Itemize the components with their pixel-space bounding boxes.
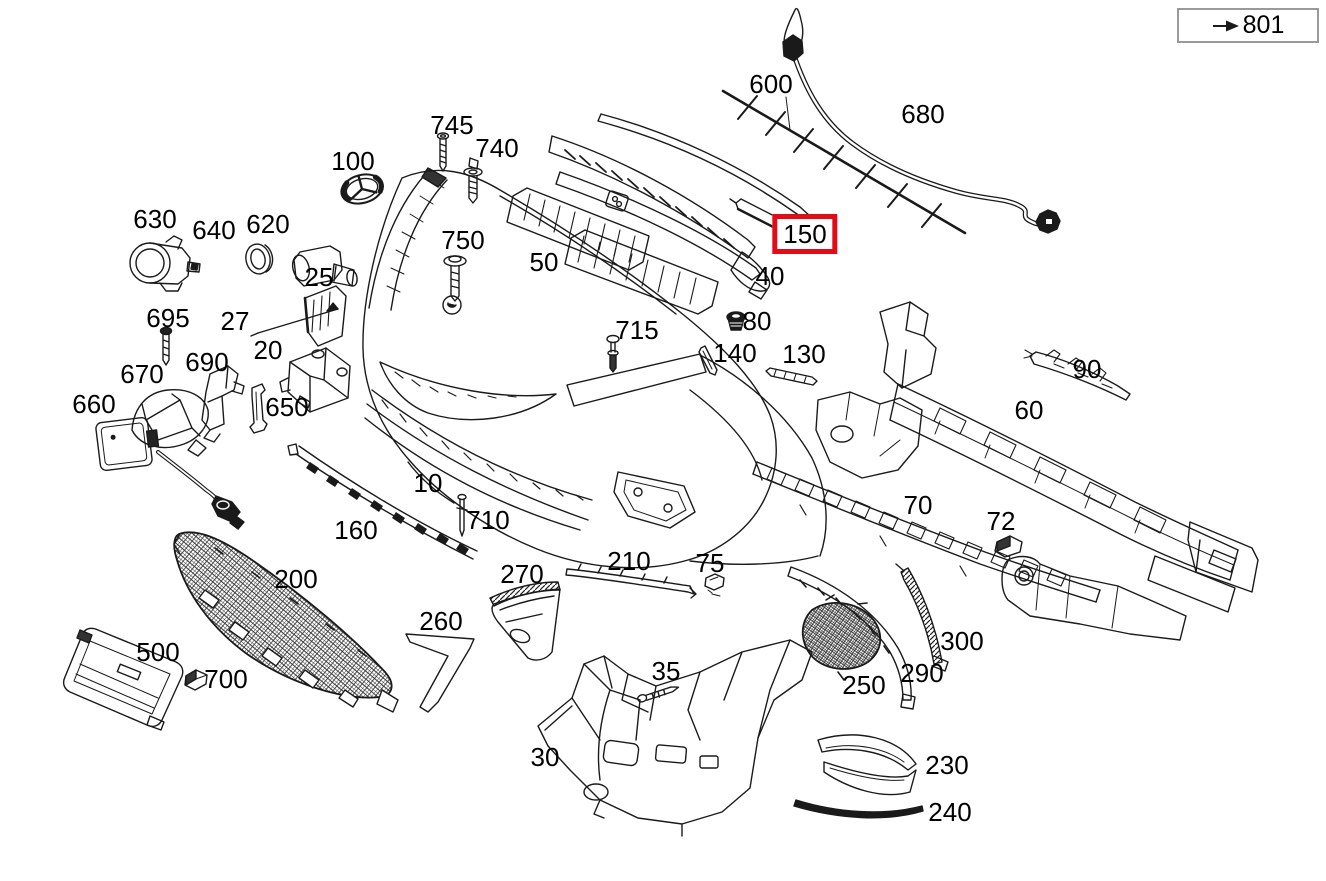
- part-callout-500[interactable]: 500: [136, 637, 180, 667]
- part-callout-100[interactable]: 100: [331, 146, 375, 176]
- pin-27-art: [250, 302, 339, 337]
- bracket-670-art: [131, 389, 209, 457]
- part-callout-750[interactable]: 750: [441, 225, 485, 255]
- part-callout-290[interactable]: 290: [900, 658, 944, 688]
- part-callout-210[interactable]: 210: [607, 546, 651, 576]
- clip-650-art: [249, 383, 268, 434]
- screw-740-art: [463, 157, 483, 204]
- part-callout-260[interactable]: 260: [419, 606, 463, 636]
- sensor-630-art: [129, 235, 201, 292]
- part-callout-40[interactable]: 40: [755, 261, 785, 291]
- grommet-640-art: [245, 243, 274, 275]
- canard-270-art: [489, 581, 561, 661]
- harness-600-art: [721, 89, 967, 235]
- part-callout-130[interactable]: 130: [782, 339, 826, 369]
- strip-240-art: [793, 799, 924, 819]
- part-callout-30[interactable]: 30: [530, 742, 560, 772]
- part-callout-670[interactable]: 670: [120, 359, 164, 389]
- star-emblem-100-art: [340, 173, 384, 205]
- part-callout-75[interactable]: 75: [695, 548, 725, 578]
- reference-number: 801: [1242, 11, 1285, 39]
- sliver-140-art: [698, 345, 718, 376]
- part-callout-50[interactable]: 50: [529, 247, 559, 277]
- bracket-upper-right-art: [815, 391, 923, 479]
- part-callout-300[interactable]: 300: [940, 626, 984, 656]
- rivet-35-art: [636, 686, 680, 703]
- part-callout-250[interactable]: 250: [842, 670, 886, 700]
- part-callout-270[interactable]: 270: [500, 559, 544, 589]
- bracket-30-art: [537, 639, 813, 837]
- arrow-right-icon: [1212, 20, 1240, 32]
- strip-300-art: [895, 563, 949, 672]
- part-callout-690[interactable]: 690: [185, 347, 229, 377]
- part-callout-695[interactable]: 695: [146, 303, 190, 333]
- bracket-20-art: [279, 347, 351, 413]
- part-callout-740[interactable]: 740: [475, 133, 519, 163]
- screw-745-art: [436, 132, 450, 172]
- clip-700-art: [184, 669, 208, 691]
- part-callout-640[interactable]: 640: [192, 215, 236, 245]
- diagram-reference-box[interactable]: 801: [1177, 8, 1319, 43]
- part-callout-240[interactable]: 240: [928, 797, 972, 827]
- part-callout-25[interactable]: 25: [304, 262, 334, 292]
- part-callout-680[interactable]: 680: [901, 99, 945, 129]
- part-callout-600[interactable]: 600: [749, 69, 793, 99]
- part-callout-660[interactable]: 660: [72, 389, 116, 419]
- screw-695-art: [159, 326, 173, 366]
- rail-90-art: [1023, 349, 1131, 401]
- part-callout-230[interactable]: 230: [925, 750, 969, 780]
- part-callout-70[interactable]: 70: [903, 490, 933, 520]
- bracket-25-art: [303, 285, 347, 347]
- part-callout-160[interactable]: 160: [334, 515, 378, 545]
- grommet-80-art: [726, 311, 746, 331]
- trim-strip-160-art: [287, 443, 478, 560]
- part-callout-72[interactable]: 72: [986, 506, 1016, 536]
- clip-72-art: [994, 535, 1023, 558]
- pin-710-art: [456, 493, 468, 537]
- rivet-715-art: [606, 334, 620, 373]
- sensor-620-art: [291, 245, 358, 287]
- part-callout-10[interactable]: 10: [413, 468, 443, 498]
- screw-750-art: [443, 255, 467, 302]
- bracket-690-art: [201, 365, 245, 443]
- part-callout-200[interactable]: 200: [274, 564, 318, 594]
- absorber-60-art: [879, 301, 1259, 613]
- hose-680-art: [782, 7, 1061, 234]
- clip-75-art: [704, 573, 725, 597]
- sliver-130-art: [765, 367, 818, 386]
- part-callout-745[interactable]: 745: [430, 110, 474, 140]
- part-callout-60[interactable]: 60: [1014, 395, 1044, 425]
- part-callout-650[interactable]: 650: [265, 392, 309, 422]
- part-callout-710[interactable]: 710: [466, 505, 510, 535]
- part-callout-90[interactable]: 90: [1072, 354, 1102, 384]
- bumper-cover-10-art: [362, 167, 827, 569]
- part-callout-715[interactable]: 715: [615, 315, 659, 345]
- mesh-insert-250-art: [801, 594, 882, 681]
- strip-210-art: [565, 563, 697, 599]
- part-callout-35[interactable]: 35: [651, 656, 681, 686]
- part-callout-630[interactable]: 630: [133, 204, 177, 234]
- part-callout-80[interactable]: 80: [742, 306, 772, 336]
- radar-sensor-660-art: [95, 416, 245, 530]
- part-callout-140[interactable]: 140: [713, 338, 757, 368]
- part-callout-700[interactable]: 700: [204, 664, 248, 694]
- plate-filler-500-art: [62, 627, 184, 731]
- winglet-230-art: [817, 734, 917, 796]
- rail-70-art: [752, 461, 1187, 641]
- part-callout-620[interactable]: 620: [246, 209, 290, 239]
- part-callout-20[interactable]: 20: [253, 335, 283, 365]
- grille-mesh-200-art: [173, 531, 399, 713]
- frame-260-art: [405, 633, 475, 713]
- part-callout-27[interactable]: 27: [220, 306, 250, 336]
- highlighted-part-callout-150[interactable]: 150: [772, 214, 838, 254]
